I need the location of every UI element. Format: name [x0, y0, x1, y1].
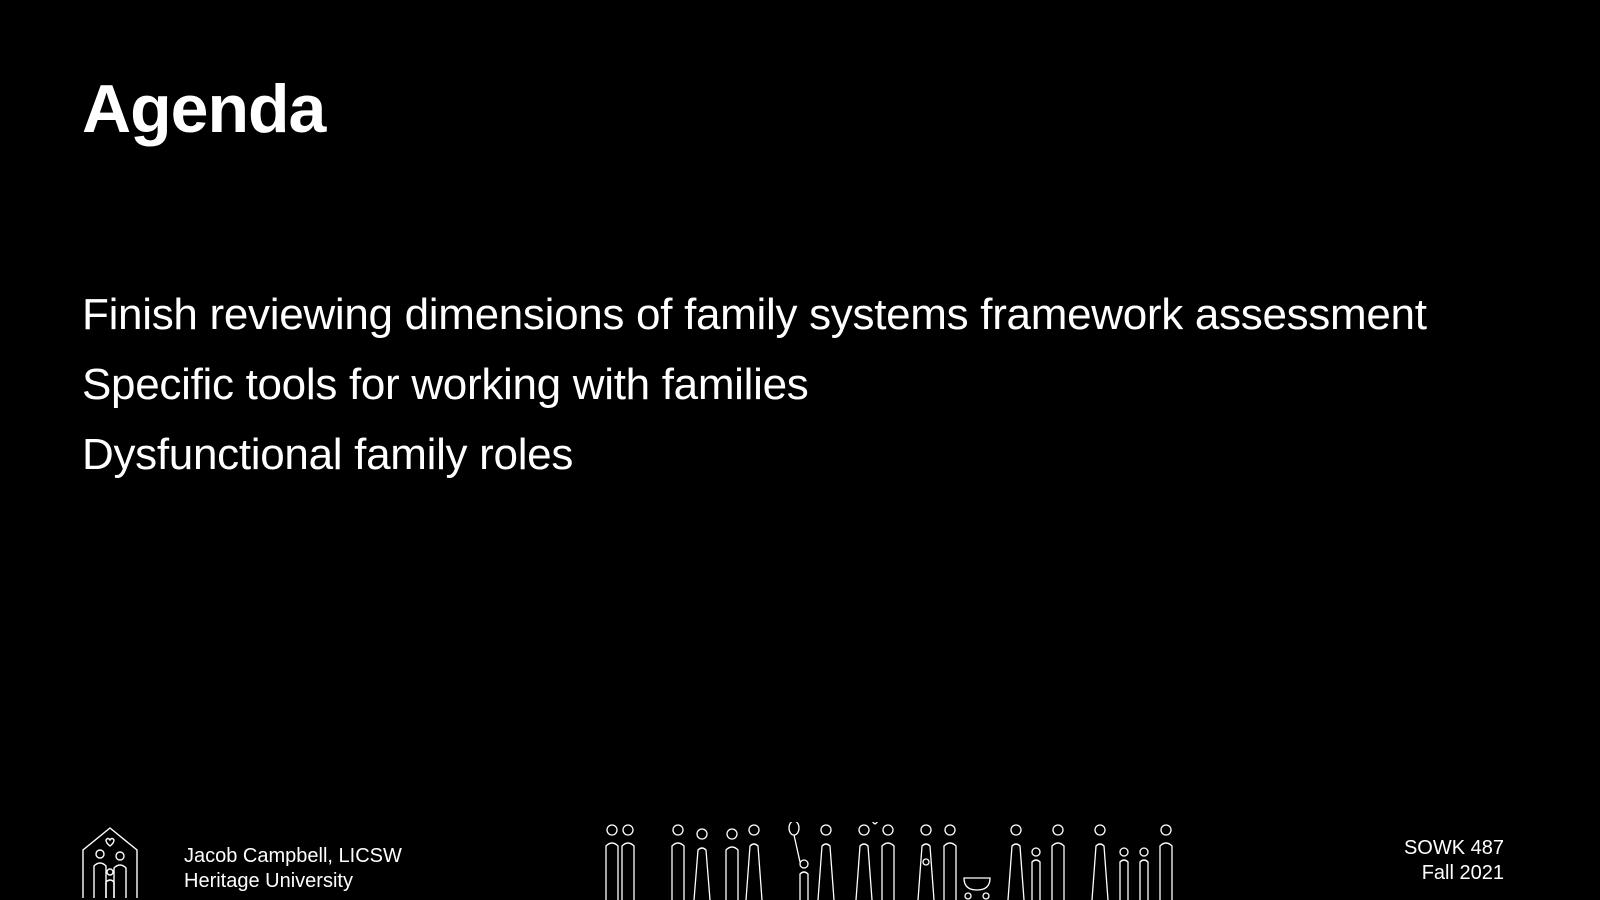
family-silhouettes-icon: [604, 822, 1204, 900]
agenda-item: Finish reviewing dimensions of family sy…: [82, 290, 1427, 339]
agenda-item: Specific tools for working with families: [82, 360, 809, 409]
course-info: SOWK 487 Fall 2021: [1404, 836, 1504, 886]
presenter-info: Jacob Campbell, LICSW Heritage Universit…: [184, 844, 402, 894]
presenter-name: Jacob Campbell, LICSW: [184, 845, 402, 867]
course-term: Fall 2021: [1421, 862, 1504, 884]
agenda-list: Finish reviewing dimensions of family sy…: [82, 280, 1427, 490]
institution-name: Heritage University: [184, 870, 353, 892]
agenda-item: Dysfunctional family roles: [82, 430, 574, 479]
family-house-icon: [80, 824, 140, 900]
slide-title: Agenda: [82, 71, 326, 147]
course-code: SOWK 487: [1403, 837, 1504, 859]
